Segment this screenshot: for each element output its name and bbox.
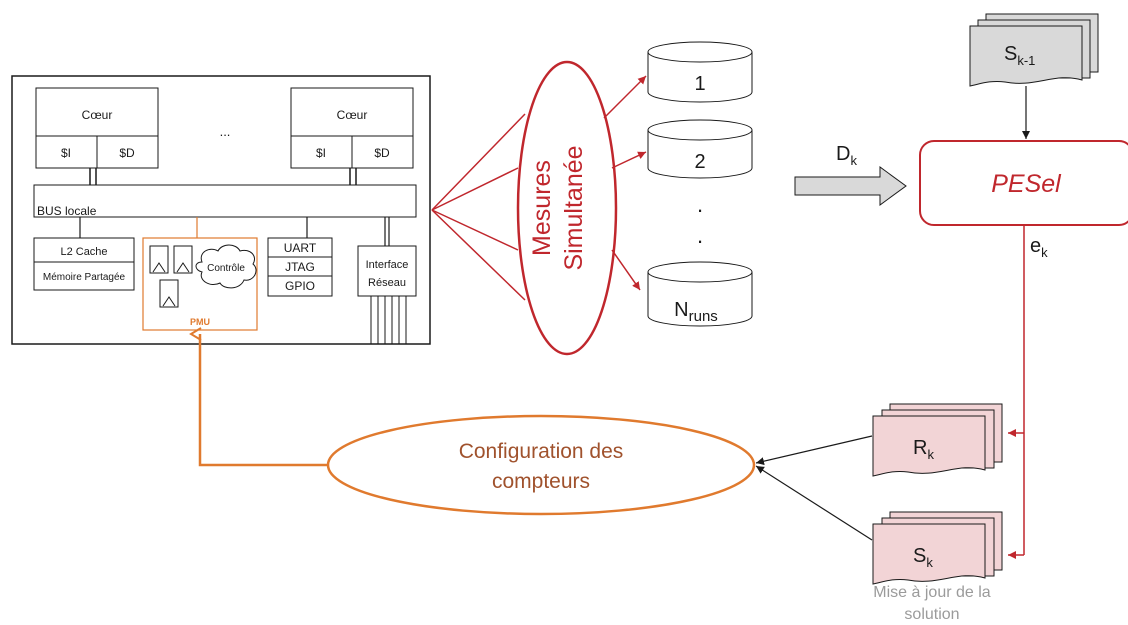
run-n-base: N <box>674 299 688 321</box>
io-block: UART JTAG GPIO <box>267 237 333 297</box>
sk-1-base: S <box>1004 43 1017 65</box>
sk-1-sub: k-1 <box>1017 53 1035 68</box>
io-jtag: JTAG <box>285 260 315 274</box>
update-caption-1: Mise à jour de la <box>873 584 990 601</box>
measures-to-runs-arrows <box>603 75 647 291</box>
cores-ellipsis: ... <box>220 124 231 139</box>
run-1-label: 1 <box>694 73 705 95</box>
l2-cache-label: L2 Cache <box>60 246 107 258</box>
pmu-counter-3 <box>159 279 179 308</box>
shared-memory-label: Mémoire Partagée <box>43 272 126 283</box>
dk-sub: k <box>850 153 857 168</box>
core-left-title: Cœur <box>82 108 113 122</box>
ek-base: e <box>1030 235 1041 257</box>
core-right-icache: $I <box>316 146 326 160</box>
pesel-label: PESel <box>991 170 1062 198</box>
core-left-icache: $I <box>61 146 71 160</box>
update-caption-2: solution <box>904 606 959 623</box>
core-right-title: Cœur <box>337 108 368 122</box>
dk-arrow <box>794 166 907 206</box>
runs-dot-2: . <box>697 223 703 248</box>
io-gpio: GPIO <box>285 279 315 293</box>
sk-document: Sk <box>872 511 1003 585</box>
network-interface: Interface Réseau <box>357 245 417 344</box>
sk-1-label: Sk-1 <box>1004 43 1035 68</box>
bus-periph-links <box>79 217 390 246</box>
run-cylinder-n: Nruns <box>647 261 753 327</box>
run-cylinder-1: 1 <box>647 41 753 103</box>
soc-to-measures-lines <box>431 113 526 301</box>
controle-cloud <box>195 244 257 289</box>
run-n-label: Nruns <box>674 299 718 325</box>
pesel-box <box>919 140 1128 226</box>
run-cylinder-2: 2 <box>647 119 753 179</box>
config-label-1: Configuration des <box>459 440 624 463</box>
rk-document: Rk <box>872 403 1003 477</box>
core-left-dcache: $D <box>119 146 135 160</box>
ek-label: ek <box>1030 235 1048 260</box>
pmu-block: Contrôle PMU <box>142 237 258 331</box>
run-n-sub: runs <box>689 308 718 325</box>
runs-dot-1: . <box>697 192 703 217</box>
run-2-label: 2 <box>694 151 705 173</box>
bus-label: BUS locale <box>37 204 97 218</box>
core-left: Cœur $I $D <box>35 87 159 169</box>
sk-1-document: Sk-1 <box>969 13 1099 87</box>
config-to-pmu-arrow <box>189 327 328 467</box>
core-bus-links <box>89 168 357 185</box>
config-ellipse: Configuration des compteurs <box>326 414 756 516</box>
controle-label: Contrôle <box>207 263 245 274</box>
rk-sub: k <box>927 447 934 462</box>
core-right: Cœur $I $D <box>290 87 414 169</box>
pesel-output-lines <box>1008 225 1025 559</box>
pmu-counter-1 <box>149 245 169 274</box>
measures-label-1: Mesures <box>528 160 556 256</box>
measures-ellipse: Mesures Simultanée <box>516 60 618 356</box>
bus-bar <box>33 184 417 218</box>
ek-sub: k <box>1041 245 1048 260</box>
sk-label: Sk <box>913 545 933 570</box>
network-label-2: Réseau <box>368 277 406 289</box>
pmu-counter-2 <box>173 245 193 274</box>
sk-base: S <box>913 545 926 567</box>
docs-to-config-arrows <box>755 435 873 541</box>
sk-sub: k <box>926 555 933 570</box>
l2-memory: L2 Cache Mémoire Partagée <box>33 237 135 291</box>
pmu-label: PMU <box>190 317 210 327</box>
dk-base: D <box>836 143 850 165</box>
core-right-dcache: $D <box>374 146 390 160</box>
rk-label: Rk <box>913 437 934 462</box>
io-uart: UART <box>284 241 317 255</box>
measures-label-2: Simultanée <box>560 145 588 270</box>
config-label-2: compteurs <box>492 470 590 493</box>
dk-label: Dk <box>836 143 857 168</box>
soc-block: Cœur $I $D ... Cœur $I $D BUS locale <box>11 75 431 345</box>
rk-base: R <box>913 437 927 459</box>
network-label-1: Interface <box>366 259 409 271</box>
